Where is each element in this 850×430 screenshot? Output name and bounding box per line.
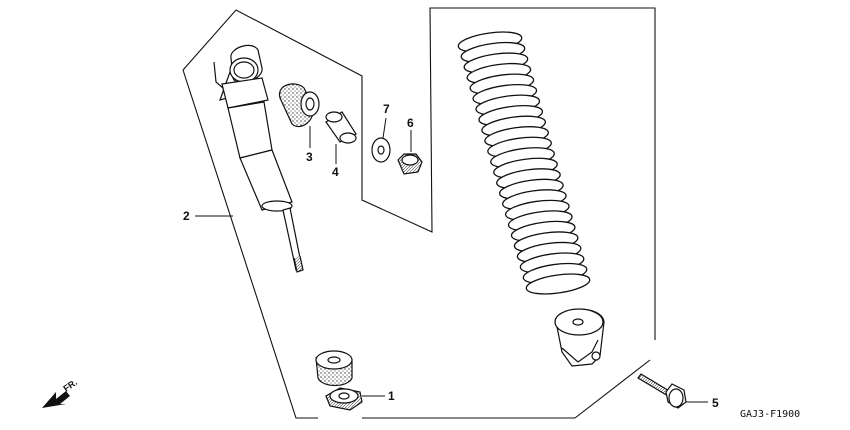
direction-label: FR. — [61, 377, 79, 394]
lower-bushing — [315, 350, 353, 387]
spring-seat — [554, 308, 605, 367]
collar — [325, 111, 357, 144]
washer — [371, 137, 391, 163]
figure-code: GAJ3-F1900 — [740, 409, 800, 420]
shock-absorber-damper — [213, 44, 304, 273]
callout-6: 6 — [407, 116, 414, 130]
callout-1: 1 — [388, 389, 395, 403]
spring-coil — [525, 273, 591, 295]
callout-4: 4 — [332, 165, 339, 179]
callout-5: 5 — [712, 396, 719, 410]
upper-nut — [397, 153, 423, 175]
mounting-bolt — [637, 373, 687, 409]
leader-lines — [195, 117, 708, 403]
callout-3: 3 — [306, 150, 313, 164]
callout-2: 2 — [183, 209, 190, 223]
callout-7: 7 — [383, 102, 390, 116]
lower-nut — [325, 387, 363, 411]
front-arrow-icon — [42, 391, 70, 408]
rubber-bushing — [278, 83, 320, 128]
coil-spring — [457, 31, 591, 295]
assembly-outline — [182, 7, 656, 419]
